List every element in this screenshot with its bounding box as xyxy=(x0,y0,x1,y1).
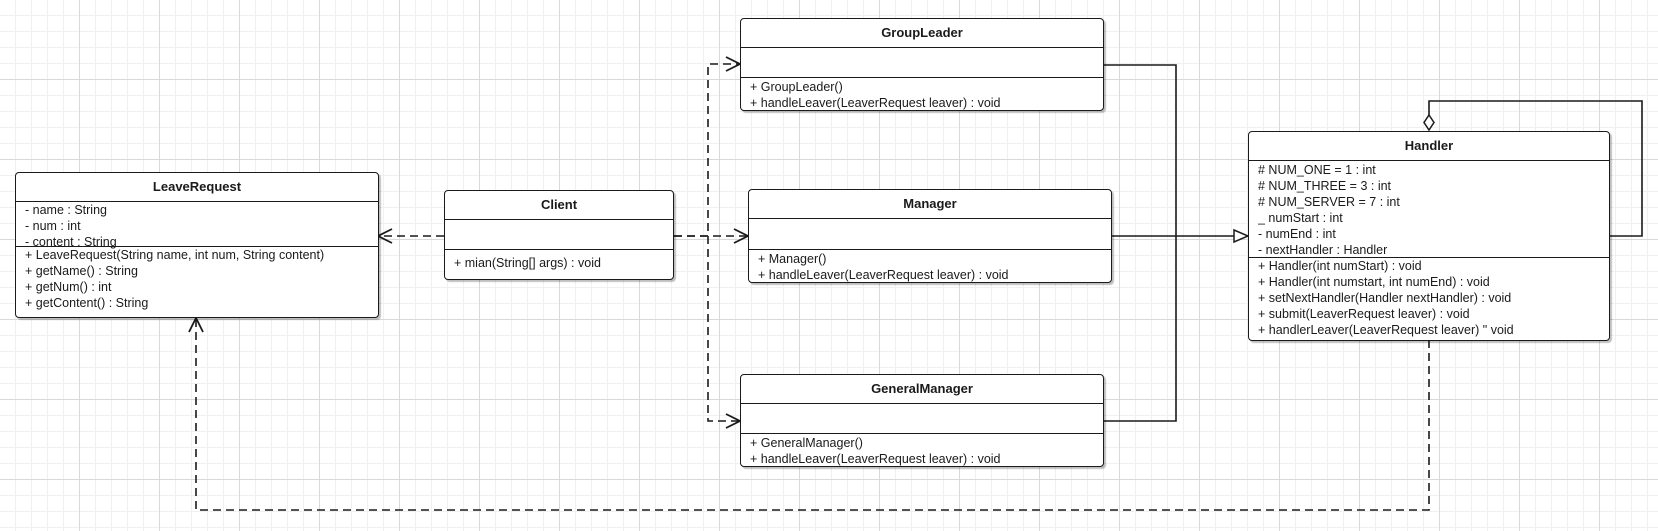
handler-class[interactable]: Handler # NUM_ONE = 1 : int # NUM_THREE … xyxy=(1248,131,1610,341)
handler-leave-request-dependency-line xyxy=(196,318,1430,511)
group-leader-methods: + GroupLeader() + handleLeaver(LeaverReq… xyxy=(741,78,1103,113)
general-manager-class-name: GeneralManager xyxy=(741,375,1103,404)
client-methods: + mian(String[] args) : void xyxy=(445,250,673,273)
general-manager-attributes xyxy=(741,404,1103,434)
method: + GroupLeader() xyxy=(750,80,843,94)
method: + LeaveRequest(String name, int num, Str… xyxy=(25,248,325,262)
method: + handleLeaver(LeaverRequest leaver) : v… xyxy=(758,268,1009,282)
method: + getContent() : String xyxy=(25,296,149,310)
method: + getName() : String xyxy=(25,264,138,278)
manager-class[interactable]: Manager + Manager() + handleLeaver(Leave… xyxy=(748,189,1112,283)
client-class-name: Client xyxy=(445,191,673,220)
method: + handleLeaver(LeaverRequest leaver) : v… xyxy=(750,96,1001,110)
method: + mian(String[] args) : void xyxy=(454,256,601,270)
handler-attributes: # NUM_ONE = 1 : int # NUM_THREE = 3 : in… xyxy=(1249,161,1609,258)
general-manager-handler-generalization-line xyxy=(1104,236,1177,422)
attribute: - name : String xyxy=(25,203,107,217)
manager-class-name: Manager xyxy=(749,190,1111,219)
leave-request-methods: + LeaveRequest(String name, int num, Str… xyxy=(16,247,378,313)
attribute: - content : String xyxy=(25,235,117,249)
manager-attributes xyxy=(749,219,1111,250)
leave-request-class[interactable]: LeaveRequest - name : String - num : int… xyxy=(15,172,379,318)
general-manager-class[interactable]: GeneralManager + GeneralManager() + hand… xyxy=(740,374,1104,467)
leave-request-attributes: - name : String - num : int - content : … xyxy=(16,202,378,249)
group-leader-class[interactable]: GroupLeader + GroupLeader() + handleLeav… xyxy=(740,18,1104,111)
attribute: - numEnd : int xyxy=(1258,227,1336,241)
method: + setNextHandler(Handler nextHandler) : … xyxy=(1258,291,1512,305)
client-attributes xyxy=(445,220,673,250)
method: + Manager() xyxy=(758,252,827,266)
leave-request-class-name: LeaveRequest xyxy=(16,173,378,202)
attribute: _ numStart : int xyxy=(1258,211,1343,225)
client-group-leader-dependency-line xyxy=(674,64,740,237)
method: + handlerLeaver(LeaverRequest leaver) " … xyxy=(1258,323,1514,337)
attribute: # NUM_ONE = 1 : int xyxy=(1258,163,1376,177)
manager-methods: + Manager() + handleLeaver(LeaverRequest… xyxy=(749,250,1111,285)
attribute: - nextHandler : Handler xyxy=(1258,243,1388,257)
method: + GeneralManager() xyxy=(750,436,863,450)
group-leader-handler-generalization-line xyxy=(1104,64,1177,236)
client-general-manager-dependency-line xyxy=(707,236,740,421)
general-manager-methods: + GeneralManager() + handleLeaver(Leaver… xyxy=(741,434,1103,469)
group-leader-attributes xyxy=(741,48,1103,78)
handler-class-name: Handler xyxy=(1249,132,1609,161)
method: + getNum() : int xyxy=(25,280,112,294)
aggregation-diamond-icon xyxy=(1423,113,1435,132)
method: + submit(LeaverRequest leaver) : void xyxy=(1258,307,1470,321)
attribute: # NUM_THREE = 3 : int xyxy=(1258,179,1392,193)
client-class[interactable]: Client + mian(String[] args) : void xyxy=(444,190,674,280)
attribute: # NUM_SERVER = 7 : int xyxy=(1258,195,1400,209)
group-leader-class-name: GroupLeader xyxy=(741,19,1103,48)
handler-methods: + Handler(int numStart) : void + Handler… xyxy=(1249,258,1609,340)
handler-self-aggregation-line xyxy=(1428,100,1643,237)
attribute: - num : int xyxy=(25,219,81,233)
method: + Handler(int numStart) : void xyxy=(1258,259,1422,273)
method: + handleLeaver(LeaverRequest leaver) : v… xyxy=(750,452,1001,466)
method: + Handler(int numstart, int numEnd) : vo… xyxy=(1258,275,1490,289)
